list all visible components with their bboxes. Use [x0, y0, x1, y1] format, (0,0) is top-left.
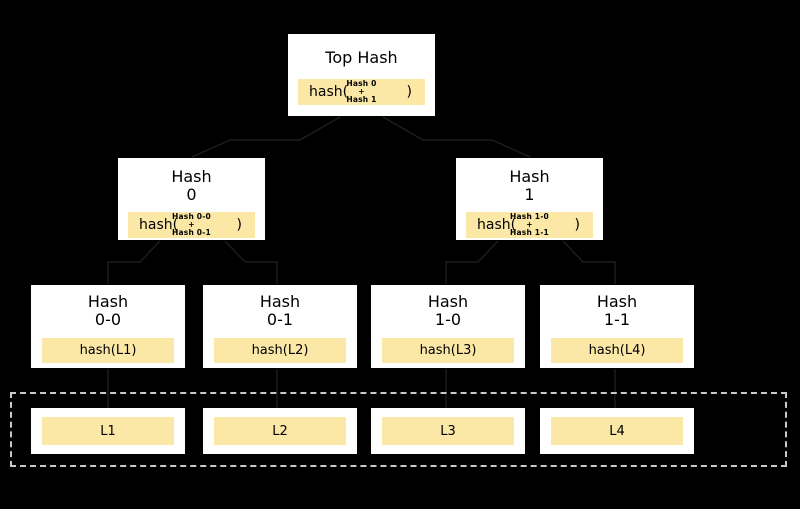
data-block-label: L4	[551, 417, 683, 445]
hash-operand-2: Hash 1-1	[510, 227, 549, 237]
hash-0-expression: hash( Hash 0-0 + Hash 0-1 )	[128, 211, 255, 238]
node-hash-1-1: Hash 1-1 hash(L4)	[540, 285, 694, 368]
hash-0-1-expression: hash(L2)	[214, 337, 346, 363]
hash-open-paren: hash(	[477, 216, 517, 233]
edge-hash0-to-hash01	[224, 240, 278, 284]
hash-close-paren: )	[236, 216, 242, 233]
hash-close-paren: )	[406, 83, 412, 100]
hash-1-1-expression: hash(L4)	[551, 337, 683, 363]
hash-operands: Hash 1-0 + Hash 1-1	[510, 211, 549, 237]
hash-operand-1: Hash 0	[346, 79, 377, 88]
hash-operand-1: Hash 1-0	[510, 211, 549, 221]
node-data-block-l2: L2	[203, 408, 357, 454]
hash-operand-2: Hash 0-1	[172, 227, 211, 237]
edge-hash0-to-hash00	[107, 240, 161, 284]
hash-0-0-expression: hash(L1)	[42, 337, 174, 363]
hash-0-1-title: Hash 0-1	[259, 292, 301, 329]
edge-hash1-to-hash10	[445, 240, 499, 284]
hash-0-0-title: Hash 0-0	[87, 292, 129, 329]
hash-operands: Hash 0-0 + Hash 0-1	[172, 211, 211, 237]
hash-operator: +	[188, 219, 195, 229]
node-data-block-l4: L4	[540, 408, 694, 454]
hash-1-0-title: Hash 1-0	[427, 292, 469, 329]
hash-operand-1: Hash 0-0	[172, 211, 211, 221]
node-top-hash: Top Hash hash( Hash 0 + Hash 1 )	[288, 34, 435, 116]
top-hash-title: Top Hash	[325, 48, 398, 67]
hash-operator: +	[526, 219, 533, 229]
data-block-label: L2	[214, 417, 346, 445]
edge-hash1-to-hash11	[562, 240, 616, 284]
node-data-block-l1: L1	[31, 408, 185, 454]
edge-top-to-hash1	[382, 116, 531, 158]
hash-close-paren: )	[574, 216, 580, 233]
hash-1-title: Hash 1	[509, 167, 550, 204]
node-data-block-l3: L3	[371, 408, 525, 454]
hash-operand-2: Hash 1	[346, 94, 377, 104]
node-hash-0-1: Hash 0-1 hash(L2)	[203, 285, 357, 368]
node-hash-0: Hash 0 hash( Hash 0-0 + Hash 0-1 )	[118, 158, 265, 240]
hash-1-expression: hash( Hash 1-0 + Hash 1-1 )	[466, 211, 593, 238]
hash-open-paren: hash(	[309, 83, 349, 100]
hash-operator: +	[358, 86, 365, 96]
node-hash-0-0: Hash 0-0 hash(L1)	[31, 285, 185, 368]
top-hash-expression: hash( Hash 0 + Hash 1 )	[298, 78, 425, 105]
data-block-label: L1	[42, 417, 174, 445]
hash-1-1-title: Hash 1-1	[596, 292, 638, 329]
hash-1-0-expression: hash(L3)	[382, 337, 514, 363]
hash-open-paren: hash(	[139, 216, 179, 233]
hash-operands: Hash 0 + Hash 1	[346, 80, 376, 104]
data-blocks-group-border	[10, 392, 787, 467]
node-hash-1-0: Hash 1-0 hash(L3)	[371, 285, 525, 368]
node-hash-1: Hash 1 hash( Hash 1-0 + Hash 1-1 )	[456, 158, 603, 240]
edge-top-to-hash0	[191, 116, 341, 158]
hash-0-title: Hash 0	[171, 167, 212, 204]
data-block-label: L3	[382, 417, 514, 445]
